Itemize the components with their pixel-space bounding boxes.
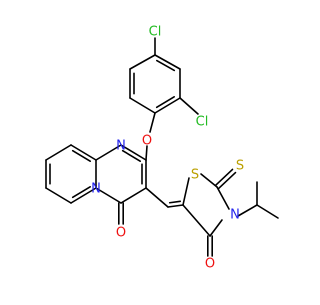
- nitrogen-atom-ring: N: [116, 139, 126, 154]
- pyrimidine-bond-c2-n3: [120, 144, 147, 161]
- pyrimidine-bond-n1-c4: [95, 187, 122, 204]
- bond-c-cl-right: [179, 97, 199, 115]
- pyridine-bond-5-inner: [71, 186, 91, 199]
- bond-layer: [45, 37, 279, 257]
- oxygen-atom-carbonyl-left: O: [116, 226, 126, 241]
- bond-o-c2: [145, 145, 148, 161]
- pyrimidine-bond-c2-n3-inner: [121, 149, 141, 162]
- pyrimidine-bond-c4-c3: [120, 187, 147, 204]
- bond-thione: [217, 171, 237, 190]
- bond-n-ch: [237, 204, 258, 217]
- bond-isopropyl-me1: [256, 204, 279, 219]
- bond-c5-s: [182, 177, 190, 206]
- pyrimidine-bond-n3-c4a: [95, 144, 122, 161]
- bond-methylidene-inner: [168, 200, 182, 204]
- chlorine-atom-right: Cl: [196, 115, 209, 130]
- nitrogen-atom-bridge: N: [91, 182, 101, 197]
- pyridine-bond-2: [45, 144, 72, 161]
- bond-c3-ch: [145, 187, 169, 208]
- phenyl-bond-1-inner: [155, 59, 176, 72]
- pyridine-bond-1: [70, 144, 97, 161]
- pyridine-bond-4: [45, 187, 72, 204]
- oxygen-atom-ether: O: [142, 134, 152, 149]
- phenyl-bond-3: [154, 97, 181, 114]
- bond-s-c2: [200, 173, 218, 188]
- bond-c4-c5: [182, 204, 211, 237]
- pyridine-bond-1-inner: [71, 149, 91, 162]
- chlorine-atom-top: Cl: [149, 25, 162, 40]
- phenyl-bond-1: [154, 54, 181, 70]
- oxygen-atom-carbonyl-right: O: [205, 257, 215, 272]
- phenyl-bond-4: [129, 97, 156, 114]
- bond-c-o-ether: [149, 112, 156, 133]
- bond-methylidene: [167, 204, 184, 208]
- phenyl-bond-6: [129, 54, 156, 70]
- pyridine-bond-5: [70, 187, 97, 204]
- nitrogen-atom-thiazolidinone: N: [230, 208, 240, 223]
- sulfur-atom-ring: S: [191, 168, 199, 183]
- phenyl-bond-3-inner: [155, 96, 175, 109]
- bond-thione-second: [214, 168, 234, 187]
- bond-n-c4: [209, 219, 223, 237]
- bond-c2-n: [216, 186, 230, 210]
- sulfur-atom-thione: S: [236, 159, 244, 174]
